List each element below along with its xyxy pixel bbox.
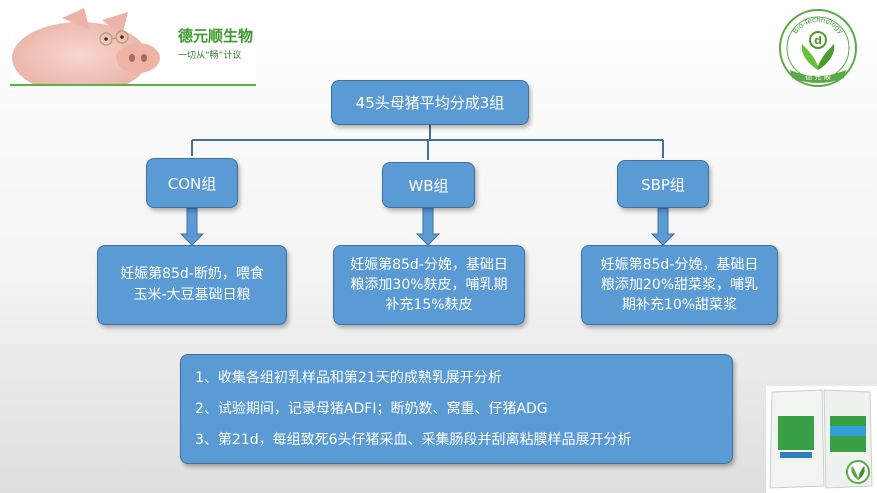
company-logo-icon: Bio-Technology d 德 元 顺 [779,9,857,87]
logo-bottom-text: 德 元 顺 [805,72,830,81]
box-detail-con: 妊娠第85d-断奶，喂食 玉米-大豆基础日粮 [97,245,287,325]
box-analysis-summary: 1、收集各组初乳样品和第21天的成熟乳展开分析 2、试验期间，记录母猪ADFI；… [180,354,733,464]
detail-sbp-line: 妊娠第85d-分娩，基础日 [600,257,759,273]
box-total-sows: 45头母猪平均分成3组 [331,80,529,125]
box-group-sbp: SBP组 [617,160,709,208]
box-detail-wb: 妊娠第85d-分娩，基础日 粮添加30%麸皮，哺乳期 补充15%麸皮 [333,245,525,325]
summary-item: 2、试验期间，记录母猪ADFI；断奶数、窝重、仔猪ADG [195,401,548,417]
detail-sbp-line: 期补充10%甜菜浆 [621,297,738,313]
arrow-wb-icon [415,207,441,246]
detail-wb-line: 粮添加30%麸皮，哺乳期 [350,277,508,293]
logo-letter: d [814,34,822,47]
pig-illustration [10,8,256,86]
detail-wb-line: 补充15%麸皮 [385,297,473,313]
box-group-wb: WB组 [382,162,475,208]
product-bags-image [766,386,877,493]
detail-sbp-line: 粮添加20%甜菜浆，哺乳 [600,277,759,293]
brand-slogan: 一切从“畅”计议 [178,51,242,61]
arrow-con-icon [179,207,205,246]
box-detail-sbp: 妊娠第85d-分娩，基础日 粮添加20%甜菜浆，哺乳 期补充10%甜菜浆 [581,245,778,325]
header-banner: 德元顺生物 一切从“畅”计议 [10,6,256,86]
brand-name: 德元顺生物 [178,27,254,45]
box-group-con: CON组 [146,158,238,208]
summary-item: 3、第21d，每组致死6头仔猪采血、采集肠段并刮离粘膜样品展开分析 [195,432,632,448]
detail-con-line: 妊娠第85d-断奶，喂食 [120,266,264,282]
arrow-sbp-icon [650,207,676,246]
summary-item: 1、收集各组初乳样品和第21天的成熟乳展开分析 [195,370,502,386]
detail-con-line: 玉米-大豆基础日粮 [133,287,251,303]
detail-wb-line: 妊娠第85d-分娩，基础日 [350,257,508,273]
